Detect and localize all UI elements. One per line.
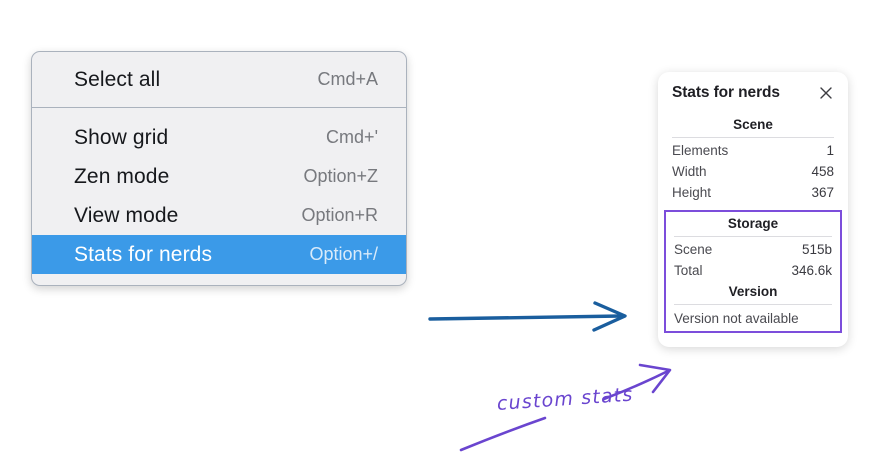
section-heading-scene: Scene xyxy=(733,117,773,132)
purple-underline-stroke-icon xyxy=(459,416,547,452)
storage-row-total: Total 346.6k xyxy=(674,260,832,281)
section-divider xyxy=(674,236,832,237)
menu-item-view-mode[interactable]: View mode Option+R xyxy=(32,196,406,235)
stats-for-nerds-panel: Stats for nerds Scene Elements 1 Width 4… xyxy=(658,72,848,347)
menu-item-shortcut: Option+R xyxy=(301,205,378,225)
stats-row-value: 515b xyxy=(801,242,832,257)
menu-item-stats-for-nerds[interactable]: Stats for nerds Option+/ xyxy=(32,235,406,274)
menu-item-zen-mode[interactable]: Zen mode Option+Z xyxy=(32,157,406,196)
section-divider xyxy=(674,304,832,305)
menu-item-label: Stats for nerds xyxy=(74,242,213,266)
close-icon[interactable] xyxy=(818,85,834,101)
menu-item-shortcut: Option+/ xyxy=(309,244,378,264)
menu-group-1: Select all Cmd+A xyxy=(32,52,406,107)
stats-panel-header: Stats for nerds xyxy=(672,84,834,102)
stats-row-label: Elements xyxy=(672,143,729,158)
section-heading-storage: Storage xyxy=(727,216,779,231)
section-heading-version: Version xyxy=(728,284,778,299)
menu-item-select-all[interactable]: Select all Cmd+A xyxy=(32,60,406,99)
version-note: Version not available xyxy=(674,311,799,326)
stats-row-value: 367 xyxy=(811,185,834,200)
menu-item-label: Show grid xyxy=(74,125,169,149)
stats-row-label: Width xyxy=(672,164,707,179)
stats-row-value: 458 xyxy=(811,164,834,179)
context-menu: Select all Cmd+A Show grid Cmd+' Zen mod… xyxy=(31,51,407,286)
stats-panel-title: Stats for nerds xyxy=(672,84,780,101)
custom-stats-highlight-box: Storage Scene 515b Total 346.6k Version … xyxy=(664,210,842,333)
stats-row-label: Scene xyxy=(674,242,713,257)
menu-item-shortcut: Cmd+A xyxy=(317,69,378,89)
stats-row-label: Total xyxy=(674,263,703,278)
stats-row-label: Height xyxy=(672,185,712,200)
stats-row-value: 1 xyxy=(826,143,834,158)
menu-item-shortcut: Option+Z xyxy=(303,166,378,186)
menu-item-show-grid[interactable]: Show grid Cmd+' xyxy=(32,118,406,157)
custom-stats-annotation-label: custom stats xyxy=(496,383,635,415)
menu-separator xyxy=(32,107,406,108)
blue-arrow-icon xyxy=(428,301,627,332)
storage-row-scene: Scene 515b xyxy=(674,239,832,260)
stats-row-value: 346.6k xyxy=(791,263,832,278)
menu-item-label: View mode xyxy=(74,203,179,227)
menu-item-label: Zen mode xyxy=(74,164,170,188)
stats-row-elements: Elements 1 xyxy=(672,140,834,161)
stats-row-height: Height 367 xyxy=(672,182,834,203)
section-divider xyxy=(672,137,834,138)
menu-item-label: Select all xyxy=(74,67,161,91)
menu-item-shortcut: Cmd+' xyxy=(326,127,378,147)
stats-row-width: Width 458 xyxy=(672,161,834,182)
menu-group-2: Show grid Cmd+' Zen mode Option+Z View m… xyxy=(32,108,406,285)
